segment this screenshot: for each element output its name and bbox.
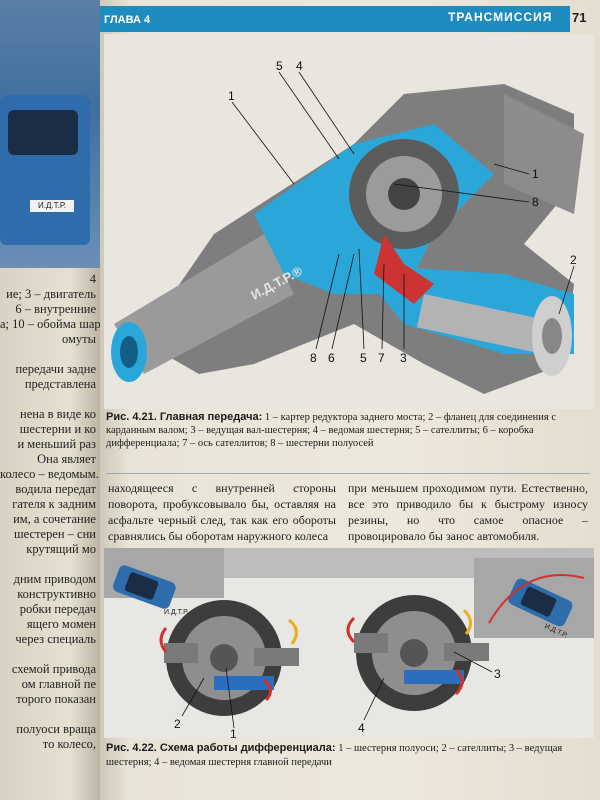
callout-7: 7 (378, 351, 385, 365)
callout-3: 3 (400, 351, 407, 365)
left-page-line: 6 – внутренние (15, 302, 96, 316)
page-number: 71 (572, 10, 587, 25)
license-plate: И.Д.Т.Р. (30, 200, 74, 212)
figure-1-caption: Рис. 4.21. Главная передача: 1 – картер … (106, 411, 590, 450)
left-page-line: Она являет (37, 452, 96, 466)
divider (106, 473, 590, 474)
callout-1-right: 1 (532, 167, 539, 181)
car-photo: И.Д.Т.Р. (0, 0, 100, 268)
callout-8-bottom: 8 (310, 351, 317, 365)
left-page-line: ящего момен (26, 617, 96, 631)
left-page-line: робки передач (19, 602, 96, 616)
callout-5-bottom: 5 (360, 351, 367, 365)
right-page: ГЛАВА 4 ТРАНСМИССИЯ 71 И.Д.Т.Р. (100, 0, 600, 800)
left-page-line: представлена (24, 377, 96, 391)
left-page-line: гателя к задним (12, 497, 96, 511)
left-page-line: то колесо, (42, 737, 96, 751)
car-rear-window (8, 110, 78, 155)
left-page-line: передачи задне (15, 362, 96, 376)
left-page-line: шестерен – сни (14, 527, 96, 541)
callout-2: 2 (570, 253, 577, 267)
callout-6: 6 (328, 351, 335, 365)
fig2-callout-1: 1 (230, 727, 237, 738)
left-page-line: дним приводом (13, 572, 96, 586)
callout-1-left: 1 (228, 89, 235, 103)
left-page-line: через специаль (15, 632, 96, 646)
left-page-line: омуты (61, 332, 96, 346)
left-page-line: и меньший раз (17, 437, 96, 451)
left-page-line: ом главной пе (21, 677, 96, 691)
figure-1-caption-title: Рис. 4.21. Главная передача: (106, 411, 263, 423)
left-page-line: колесо – ведомым. (0, 467, 99, 481)
left-page-line (0, 557, 100, 572)
body-column-2: при меньшем проходимом пути. Естественно… (348, 481, 588, 543)
callout-8-right: 8 (532, 195, 539, 209)
figure-2-caption: Рис. 4.22. Схема работы дифференциала: 1… (106, 742, 592, 770)
left-page-line: конструктивно (17, 587, 96, 601)
running-header (100, 6, 570, 32)
left-page-line: 4 (89, 272, 96, 286)
left-page-line: полуоси враща (16, 722, 96, 736)
left-page-line: им, а сочетание (13, 512, 96, 526)
fig2-callout-4: 4 (358, 721, 365, 735)
fig2-callout-3: 3 (494, 667, 501, 681)
figure-main-gear: И.Д.Т.Р.® 5 4 1 1 8 2 8 6 (104, 34, 594, 409)
left-page-line: шестерни и ко (19, 422, 96, 436)
left-page-line: схемой привода (11, 662, 96, 676)
figure-1-caption-text: 1 – картер редуктора заднего моста; 2 – … (106, 412, 557, 449)
figure-2-caption-text: 1 – шестерня полуоси; 2 – сателлиты; 3 –… (106, 743, 563, 768)
main-gear-illustration: И.Д.Т.Р.® 5 4 1 1 8 2 8 6 (111, 59, 584, 394)
fig2-callout-2: 2 (174, 717, 181, 731)
left-page-line (0, 392, 100, 407)
car-plate-left: И.Д.Т.Р. (164, 609, 188, 616)
differential-illustration: И.Д.Т.Р. (104, 548, 594, 738)
body-column-1: находящееся с внутренней стороны поворот… (108, 481, 336, 543)
figure-2-caption-title: Рис. 4.22. Схема работы дифференциала: (106, 742, 336, 754)
left-page-line (0, 647, 100, 662)
left-page-line: торого показан (16, 692, 96, 706)
section-title: ТРАНСМИССИЯ (448, 10, 553, 24)
callout-5-top: 5 (276, 59, 283, 73)
left-page-line: водила передат (15, 482, 96, 496)
left-page-line: а; 10 – обойма шар (0, 317, 100, 331)
chapter-label: ГЛАВА 4 (104, 14, 151, 26)
left-page-line (0, 347, 100, 362)
left-page-line: крутящий мо (26, 542, 96, 556)
left-page-line: ие; 3 – двигатель (6, 287, 96, 301)
left-page-line (0, 707, 100, 722)
figure-differential: И.Д.Т.Р. (104, 548, 594, 738)
callout-4: 4 (296, 59, 303, 73)
left-page-line: нена в виде ко (20, 407, 96, 421)
